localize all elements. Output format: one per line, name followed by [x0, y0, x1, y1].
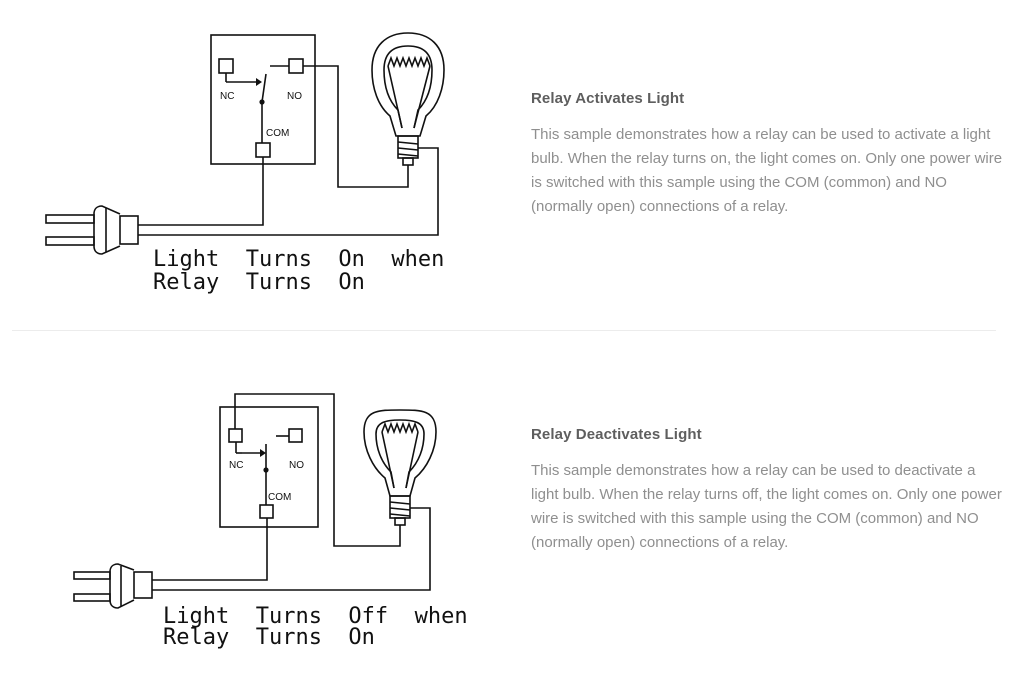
wire-bulb-to-plug — [152, 507, 431, 591]
sample-text: Relay Activates Light This sample demons… — [531, 90, 1006, 219]
wire-no-to-bulb — [303, 65, 409, 188]
sample-title: Relay Activates Light — [531, 90, 685, 107]
com-terminal — [255, 142, 271, 158]
com-label: COM — [268, 492, 291, 503]
wire-bulb-to-plug — [138, 147, 439, 236]
nc-label: NC — [220, 91, 234, 102]
nc-terminal — [228, 428, 243, 443]
switch-arm — [261, 73, 267, 103]
no-label: NO — [287, 91, 302, 102]
sample-title: Relay Deactivates Light — [531, 426, 702, 443]
no-terminal — [288, 428, 303, 443]
sample-description: This sample demonstrates how a relay can… — [531, 462, 1002, 551]
sample-description: This sample demonstrates how a relay can… — [531, 126, 1003, 215]
sample-relay-deactivates: NC NO COM Light Turns Off when — [0, 332, 1024, 676]
diagram-caption-line2: Relay Turns On — [163, 625, 375, 650]
no-terminal — [288, 58, 304, 74]
no-label: NO — [289, 460, 304, 471]
power-plug-icon — [73, 563, 153, 609]
diagram-caption-line1: Light Turns Off when — [163, 604, 468, 629]
nc-label: NC — [229, 460, 243, 471]
light-bulb-icon — [363, 409, 437, 526]
section-divider — [12, 330, 996, 331]
wire-nc-to-bulb — [234, 393, 401, 547]
diagram-caption-line1: Light Turns On when — [153, 247, 444, 272]
sample-relay-activates: NC NO COM Light Turns On when — [0, 0, 1024, 330]
relay-box — [219, 406, 319, 528]
nc-terminal — [218, 58, 234, 74]
com-label: COM — [266, 128, 289, 139]
light-bulb-icon — [371, 32, 445, 166]
wire-com-to-plug — [152, 518, 268, 581]
diagram-caption-line2: Relay Turns On — [153, 270, 365, 295]
sample-text: Relay Deactivates Light This sample demo… — [531, 426, 1006, 555]
wire-com-to-plug — [138, 157, 264, 226]
relay-deactivate-diagram: NC NO COM Light Turns Off when — [73, 393, 468, 650]
com-terminal — [259, 504, 274, 519]
relay-activate-diagram: NC NO COM Light Turns On when — [45, 32, 445, 295]
power-plug-icon — [45, 205, 139, 255]
